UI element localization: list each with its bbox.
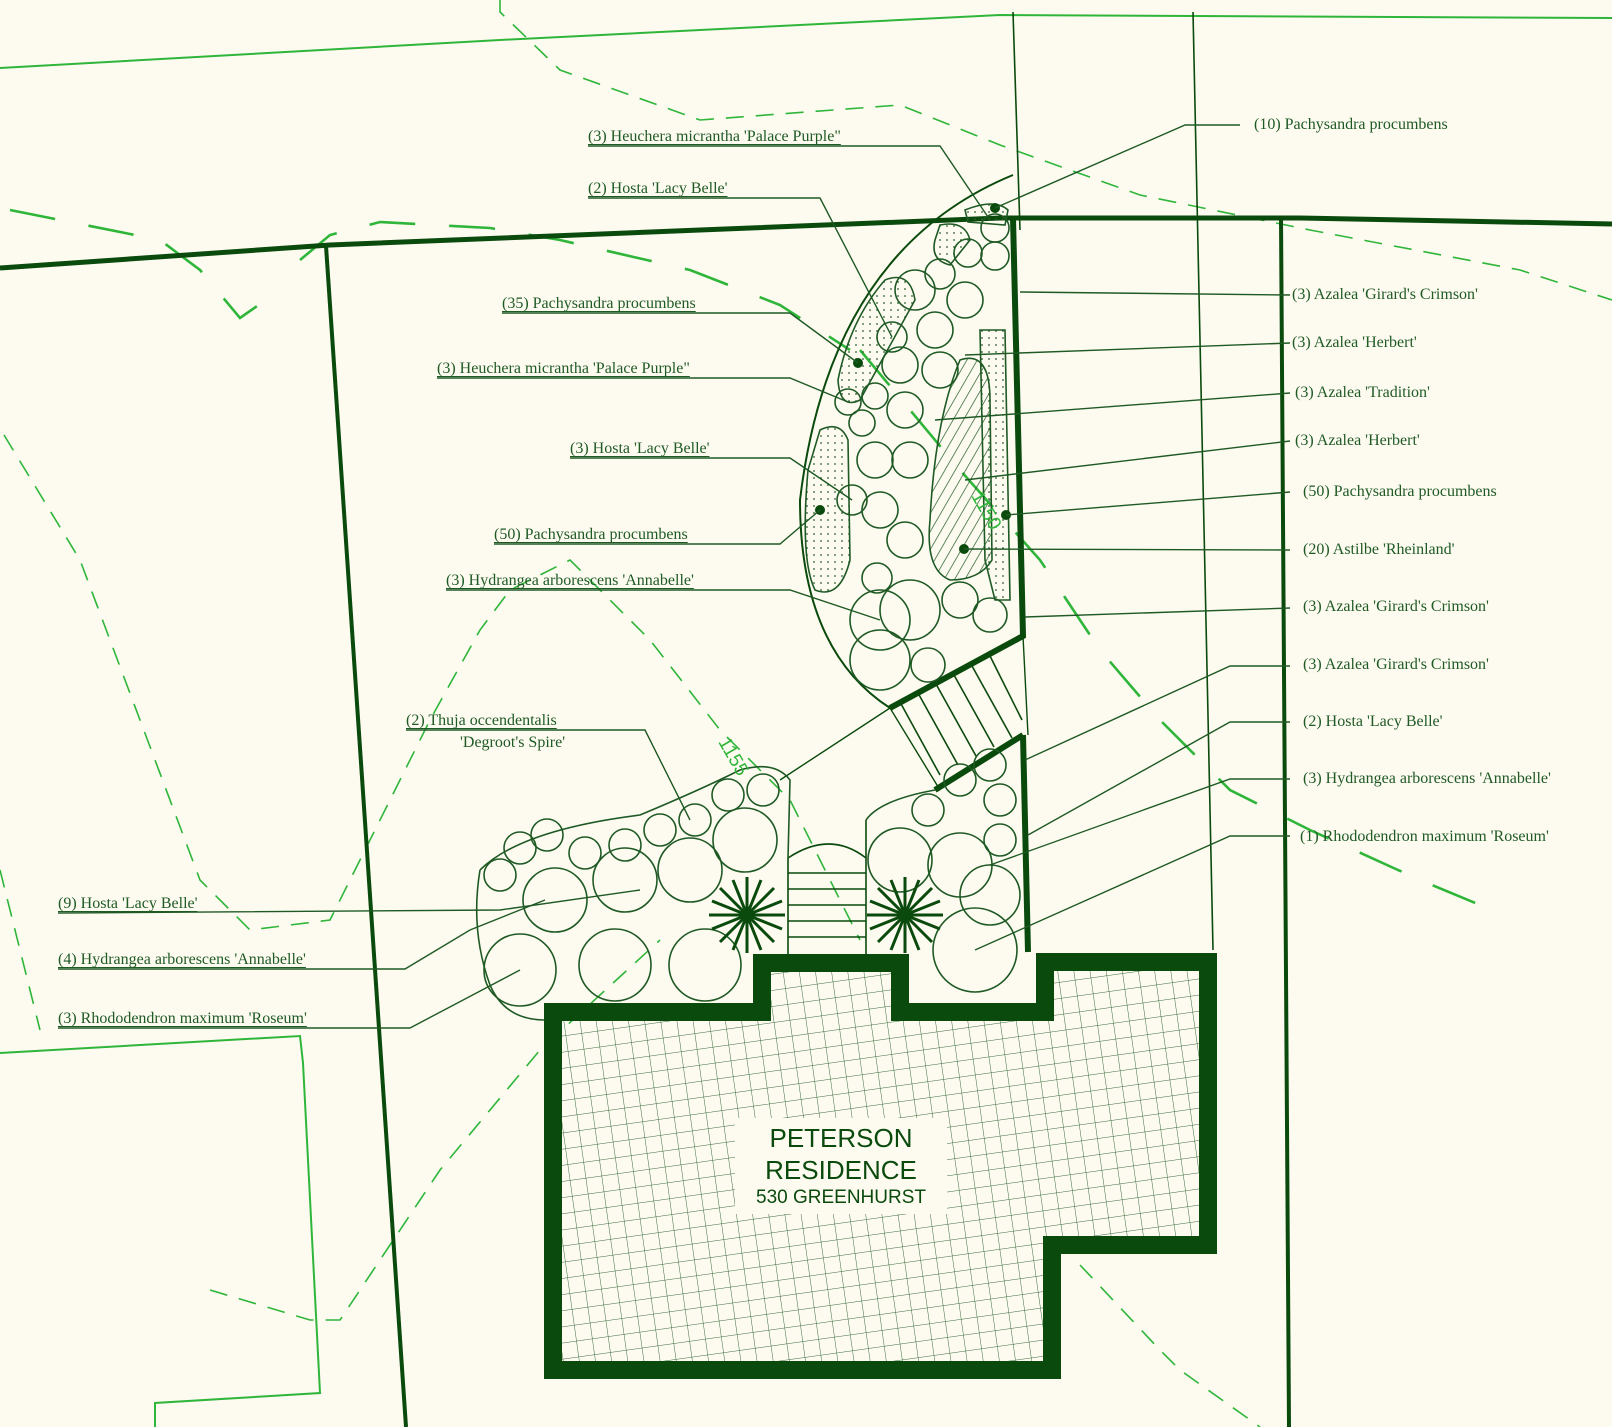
plant-label: (4) Hydrangea arborescens 'Annabelle' bbox=[58, 951, 306, 968]
plant-label: (2) Thuja occendentalis bbox=[406, 712, 557, 729]
title-block: PETERSON RESIDENCE 530 GREENHURST bbox=[735, 1118, 947, 1214]
plant-label: (3) Azalea 'Girard's Crimson' bbox=[1292, 286, 1478, 303]
bed-edges bbox=[779, 174, 1031, 953]
plant-label: (3) Hydrangea arborescens 'Annabelle' bbox=[1303, 770, 1551, 787]
plant-label: (1) Rhododendron maximum 'Roseum' bbox=[1300, 828, 1549, 845]
thuja-symbols bbox=[709, 877, 943, 953]
plant-label: (3) Azalea 'Herbert' bbox=[1295, 432, 1420, 449]
astilbe-bed bbox=[928, 357, 993, 581]
contour-lines-heavy bbox=[9, 208, 1481, 907]
plant-label: (3) Azalea 'Girard's Crimson' bbox=[1303, 656, 1489, 673]
plant-label: (2) Hosta 'Lacy Belle' bbox=[1303, 713, 1443, 730]
steps bbox=[899, 655, 1023, 776]
fence-lines bbox=[0, 11, 1612, 1427]
plant-label: (3) Hydrangea arborescens 'Annabelle' bbox=[446, 572, 694, 589]
property-lines bbox=[0, 13, 1612, 1427]
title-address: 530 GREENHURST bbox=[756, 1187, 926, 1208]
front-steps bbox=[787, 820, 867, 955]
title-line-1: PETERSON bbox=[769, 1123, 913, 1153]
plant-label: (35) Pachysandra procumbens bbox=[502, 295, 696, 312]
plant-label: (50) Pachysandra procumbens bbox=[494, 526, 688, 543]
plant-label: (9) Hosta 'Lacy Belle' bbox=[58, 895, 198, 912]
plant-label: (3) Azalea 'Tradition' bbox=[1295, 384, 1430, 401]
plant-label: (20) Astilbe 'Rheinland' bbox=[1303, 541, 1455, 558]
plant-label: (3) Heuchera micrantha 'Palace Purple" bbox=[437, 360, 690, 377]
shrub-symbols bbox=[475, 213, 1021, 1021]
plant-label: (3) Hosta 'Lacy Belle' bbox=[570, 440, 710, 457]
plant-label: (2) Hosta 'Lacy Belle' bbox=[588, 180, 728, 197]
plant-label: (3) Azalea 'Herbert' bbox=[1292, 334, 1417, 351]
plant-label-cultivar: 'Degroot's Spire' bbox=[460, 734, 566, 751]
leader-lines bbox=[57, 124, 1291, 1029]
plant-label: (3) Azalea 'Girard's Crimson' bbox=[1303, 598, 1489, 615]
plant-label: (50) Pachysandra procumbens bbox=[1303, 483, 1497, 500]
plant-label: (3) Rhododendron maximum 'Roseum' bbox=[58, 1010, 307, 1027]
plant-label: (10) Pachysandra procumbens bbox=[1254, 116, 1448, 133]
plant-label: (3) Heuchera micrantha 'Palace Purple" bbox=[588, 128, 841, 145]
title-line-2: RESIDENCE bbox=[765, 1155, 917, 1185]
